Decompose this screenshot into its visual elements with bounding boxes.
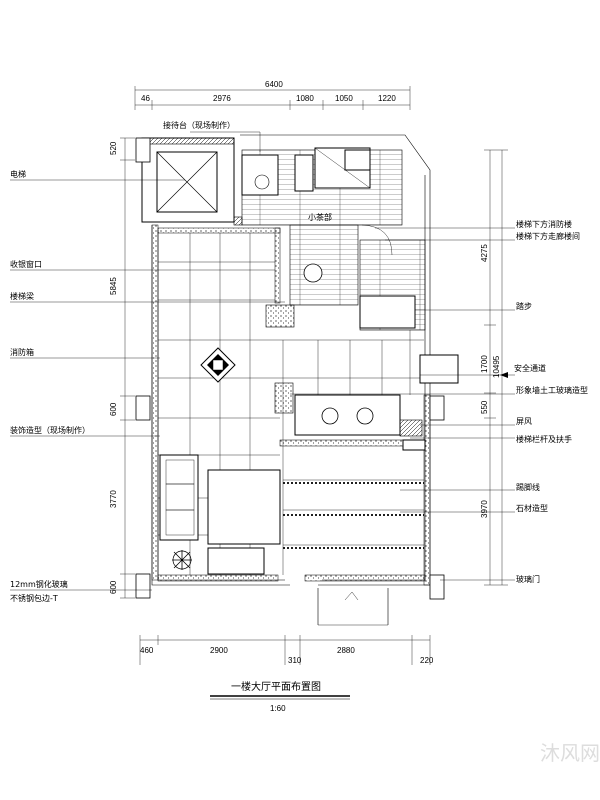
room-label-study: 小茶部 xyxy=(308,212,332,222)
column-right xyxy=(429,395,445,421)
label-window: 收银窗口 xyxy=(10,259,42,269)
dim-bottom-sub: 310 xyxy=(288,656,302,665)
exit-door-box xyxy=(419,354,459,384)
floor-medallion xyxy=(200,347,236,383)
dim-top-1: 46 xyxy=(141,94,150,103)
plant-icon xyxy=(172,550,192,570)
dim-top-5: 1220 xyxy=(378,94,396,103)
dim-right-4: 3970 xyxy=(480,500,489,518)
dim-right-1: 4275 xyxy=(480,244,489,262)
dim-bottom-3: 2880 xyxy=(337,646,355,655)
hall-tile-grid xyxy=(158,233,424,575)
dim-right-2: 1700 xyxy=(480,355,489,373)
label-fire-box: 消防箱 xyxy=(10,347,34,357)
label-stairs: 楼梯梁 xyxy=(10,291,34,301)
label-step-edge: 踢脚线 xyxy=(516,482,540,492)
dim-top-2: 2976 xyxy=(213,94,231,103)
drawing-scale: 1:60 xyxy=(270,704,286,713)
dim-left-5: 600 xyxy=(109,580,118,594)
label-steel-frame: 不锈钢包边-T xyxy=(10,593,58,603)
upper-right-room: 小茶部 xyxy=(241,147,426,331)
dim-right-total: 10495 xyxy=(492,355,501,378)
title-block: 一楼大厅平面布置图 1:60 xyxy=(210,680,350,713)
reception-counter xyxy=(294,394,423,437)
low-cabinet xyxy=(207,547,265,575)
label-under-stair-2: 楼梯下方走廊楼间 xyxy=(516,231,580,241)
bottom-dimension-chain: 460 2900 2880 220 310 xyxy=(139,635,434,665)
column-left xyxy=(135,395,151,421)
label-glass-entry: 玻璃门 xyxy=(516,574,540,584)
dim-left-1: 520 xyxy=(109,141,118,155)
right-annotations: 楼梯下方消防楼 楼梯下方走廊楼间 踏步 安全通道 形象墙土工玻璃造型 屏风 楼梯… xyxy=(290,219,588,584)
dim-bottom-2: 2900 xyxy=(210,646,228,655)
right-dimension-chain: 4275 1700 550 3970 10495 xyxy=(480,149,508,586)
label-stone: 石材造型 xyxy=(516,503,548,513)
dim-top-total: 6400 xyxy=(265,80,283,89)
label-stair-rail: 楼梯栏杆及扶手 xyxy=(516,434,572,444)
left-dimension-chain: 520 5845 600 3770 600 xyxy=(109,137,135,599)
sofa xyxy=(159,454,281,545)
label-steps: 踏步 xyxy=(516,301,532,311)
top-dimension-chain: 6400 46 2976 1080 1050 1220 xyxy=(134,80,411,110)
label-counter-top: 接待台（现场制作） xyxy=(163,120,235,130)
label-wall-decor: 形象墙土工玻璃造型 xyxy=(516,385,588,395)
dim-bottom-4: 220 xyxy=(420,656,434,665)
dim-left-3: 600 xyxy=(109,402,118,416)
elevator-symbol xyxy=(156,151,243,226)
dim-top-4: 1050 xyxy=(335,94,353,103)
entry-glass-door xyxy=(317,588,389,626)
column-bottom-right xyxy=(429,574,445,600)
label-screen: 屏风 xyxy=(516,417,532,426)
dim-left-4: 3770 xyxy=(109,490,118,508)
dim-top-3: 1080 xyxy=(296,94,314,103)
rail-post xyxy=(402,439,426,451)
watermark: 沐风网 xyxy=(540,741,600,765)
drawing-title: 一楼大厅平面布置图 xyxy=(231,680,321,693)
label-elevator: 电梯 xyxy=(10,169,26,179)
left-annotations: 电梯 接待台（现场制作） 收银窗口 楼梯梁 消防箱 装饰造型（现场制作） 12m… xyxy=(10,120,285,603)
dim-right-3: 550 xyxy=(480,400,489,414)
label-decor-wall: 装饰造型（现场制作） xyxy=(10,425,90,435)
column-top-left xyxy=(135,137,151,163)
dim-left-2: 5845 xyxy=(109,277,118,295)
label-glass-door: 12mm钢化玻璃 xyxy=(10,579,68,589)
dim-bottom-1: 460 xyxy=(140,646,154,655)
label-safe-exit: 安全通道 xyxy=(514,363,546,373)
label-under-stair-1: 楼梯下方消防楼 xyxy=(516,219,572,229)
column-bottom-left xyxy=(135,573,151,599)
